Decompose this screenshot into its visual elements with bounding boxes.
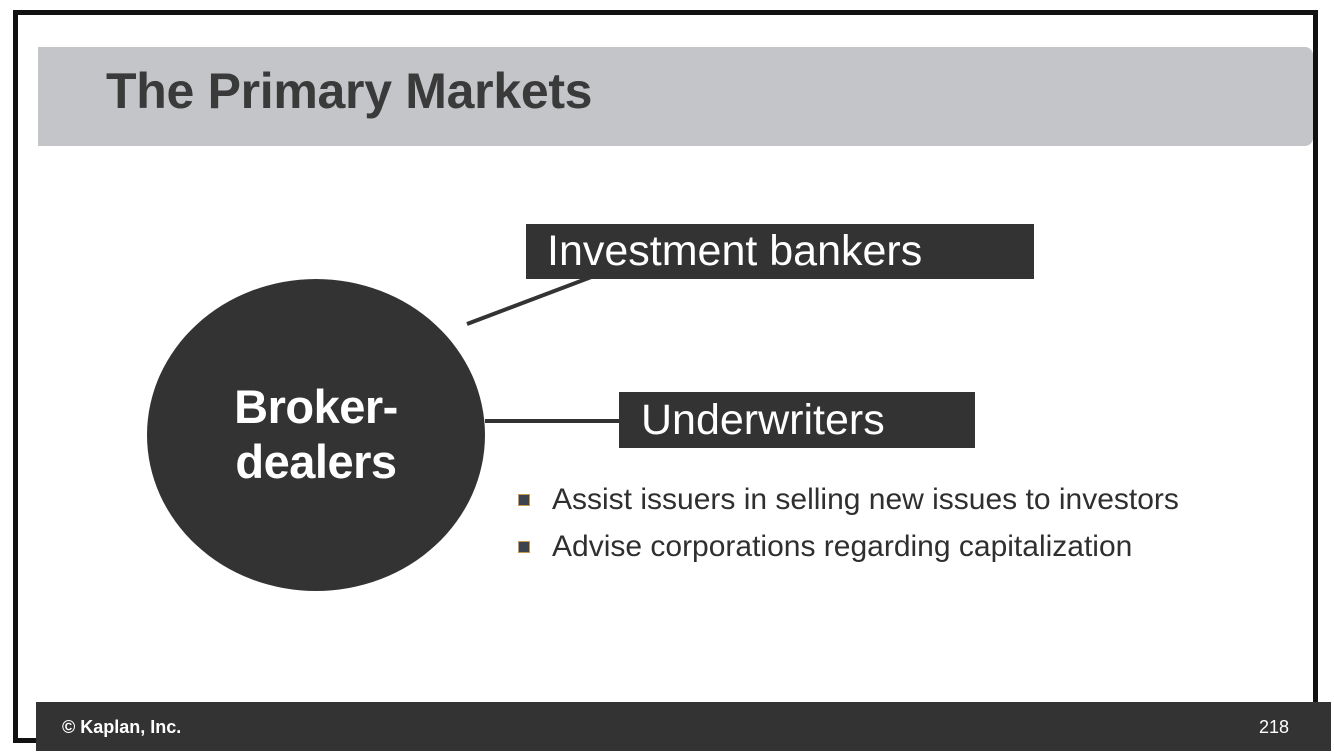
square-bullet-icon bbox=[518, 541, 530, 554]
connector-line-underwriters bbox=[485, 419, 621, 423]
slide-frame: The Primary Markets Broker- dealers Inve… bbox=[13, 10, 1331, 751]
diagram-branch-underwriters: Underwriters bbox=[619, 392, 975, 448]
list-item-label: Assist issuers in selling new issues to … bbox=[552, 483, 1179, 516]
list-item: Assist issuers in selling new issues to … bbox=[518, 481, 1278, 519]
diagram-branch-label: Investment bankers bbox=[547, 227, 923, 275]
page-title: The Primary Markets bbox=[106, 63, 593, 119]
footer-bar bbox=[36, 702, 1331, 751]
bullet-list: Assist issuers in selling new issues to … bbox=[518, 481, 1278, 576]
title-bar bbox=[38, 47, 1313, 146]
footer-page-number: 218 bbox=[1258, 717, 1289, 737]
footer-copyright: © Kaplan, Inc. bbox=[62, 717, 182, 737]
list-item: Advise corporations regarding capitaliza… bbox=[518, 528, 1278, 566]
diagram-branch-investment-bankers: Investment bankers bbox=[526, 224, 1034, 279]
diagram-branch-label: Underwriters bbox=[641, 395, 885, 444]
diagram-node-label: Broker- dealers bbox=[234, 380, 398, 488]
list-item-label: Advise corporations regarding capitaliza… bbox=[552, 530, 1133, 564]
diagram-node-broker-dealers: Broker- dealers bbox=[147, 279, 485, 591]
square-bullet-icon bbox=[518, 494, 530, 506]
